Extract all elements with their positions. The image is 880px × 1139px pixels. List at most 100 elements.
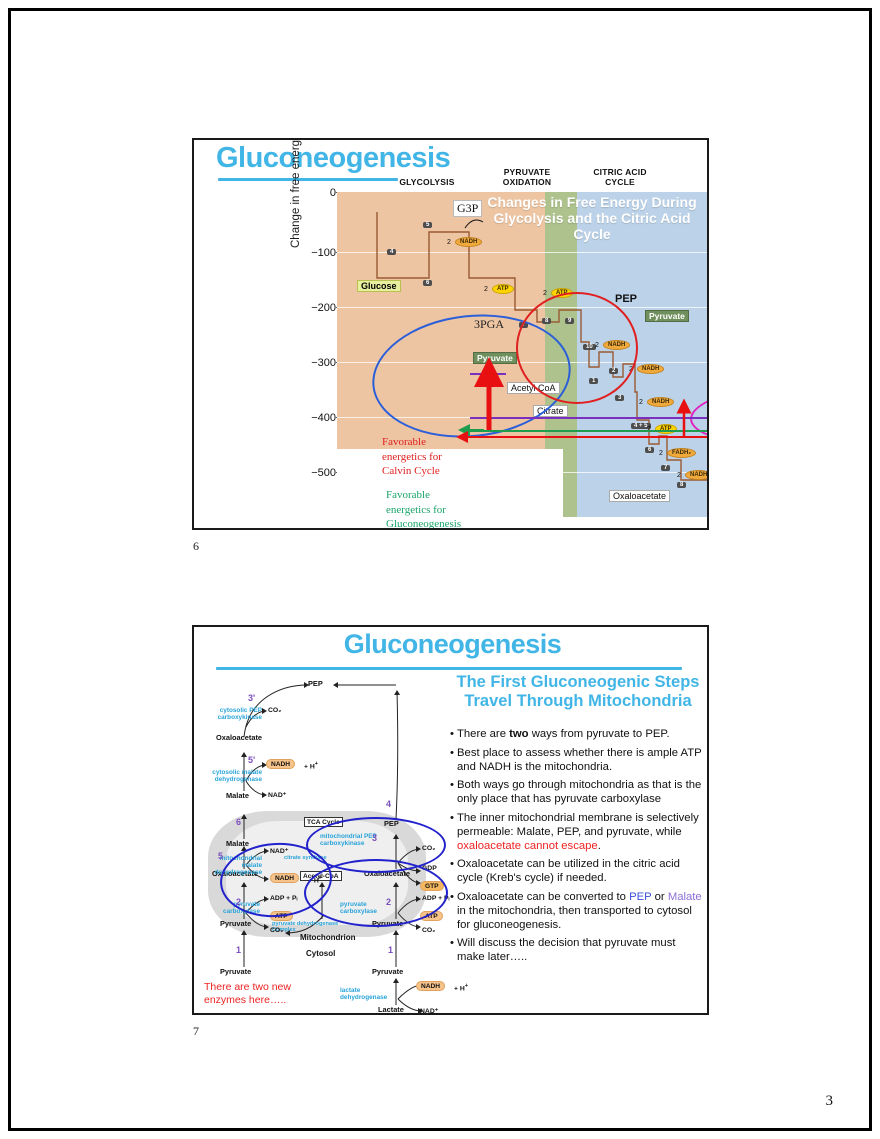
bullet-dot-icon: •	[450, 890, 454, 903]
enzyme-mitochondrial-malate-dehydrogenase: mitochondrial malate dehydrogenase	[214, 855, 262, 877]
slide-6-title-rule	[218, 178, 398, 181]
enzyme-citrate-synthase: citrate synthase	[284, 855, 327, 861]
chart-overlay-title: Changes in Free Energy During Glycolysis…	[487, 194, 697, 243]
slide-6: Gluconeogenesis GLYCOLYSIS PYRUVATE OXID…	[192, 138, 709, 530]
y-tick-400: −400	[311, 412, 336, 424]
cofactor-atp-3: ATP	[655, 424, 677, 434]
cofactor-nad-3: NAD⁺	[420, 1008, 439, 1015]
label-lactate: Lactate	[378, 1005, 404, 1014]
cofactor-nadh-1: NADH	[455, 237, 483, 247]
enzyme-lactate-dehydrogenase: lactate dehydrogenase	[340, 987, 388, 1002]
y-axis-ticks: 0 −100 −200 −300 −400 −500	[290, 187, 341, 517]
molecule-3pga: 3PGA	[474, 317, 505, 331]
column-header-citric-line1: CITRIC ACID	[593, 167, 647, 177]
step-box-tca-45: 4 + 5	[631, 423, 651, 429]
step-number-1-right: 1	[388, 945, 394, 955]
enzyme-pyruvate-dehydrogenase-complex: pyruvate dehydrogenase Complex	[272, 921, 339, 934]
bullet-dot-icon: •	[450, 858, 454, 870]
slide-7-title: Gluconeogenesis	[343, 629, 562, 659]
step-box-tca-7: 7	[661, 465, 671, 471]
enzyme-pyruvate-carboxylase-left: pyruvate carboxylase	[223, 901, 260, 916]
bullet-item-7: • Will discuss the decision that pyruvat…	[450, 936, 706, 964]
column-header-pyruvate-oxidation: PYRUVATE OXIDATION	[484, 167, 570, 188]
cofactor-nadh-2: NADH	[270, 873, 300, 883]
annotation-line-purple-top	[470, 373, 506, 375]
slide-6-title: Gluconeogenesis	[216, 142, 451, 174]
bullet-text-5: Oxaloacetate can be utilized in the citr…	[457, 858, 680, 884]
cofactor-nadh-1: NADH	[266, 759, 296, 769]
cofactor-nadh-5: NADH	[685, 470, 707, 480]
bullet-text-2: Best place to assess whether there is am…	[457, 746, 702, 773]
step-number-6: 6	[236, 817, 242, 827]
bullet-item-2: • Best place to assess whether there is …	[450, 746, 706, 774]
step-box-6: 6	[423, 280, 433, 286]
cofactor-atp-1: ATP	[492, 284, 514, 294]
molecule-pep: PEP	[615, 293, 638, 305]
document-page: Gluconeogenesis GLYCOLYSIS PYRUVATE OXID…	[8, 8, 872, 1131]
bullet-item-1: • There are two ways from pyruvate to PE…	[450, 727, 706, 741]
step-box-4: 4	[387, 249, 397, 255]
label-oxaloacetate-cytosol: Oxaloacetate	[216, 733, 263, 742]
column-header-citric-acid-cycle: CITRIC ACID CYCLE	[576, 167, 664, 188]
column-header-pyruvate-line2: OXIDATION	[502, 177, 552, 188]
cofactor-atp-1: ATP	[270, 911, 293, 921]
bullet-item-3: • Both ways go through mitochondria as t…	[450, 778, 706, 806]
bullet-dot-icon: •	[450, 937, 454, 949]
label-mitochondrion: Mitochondrion	[300, 933, 356, 942]
step-box-tca-6: 6	[645, 447, 655, 453]
step-number-3prime: 3'	[248, 693, 256, 703]
bullet-item-4: • The inner mitochondrial membrane is se…	[450, 811, 706, 853]
molecule-oxaloacetate: Oxaloacetate	[609, 490, 671, 502]
cofactor-h-plus-3: + H+	[454, 983, 469, 993]
bullet-dot-icon: •	[450, 779, 454, 791]
column-header-glycolysis-label: GLYCOLYSIS	[399, 177, 455, 187]
slide-7-title-rule	[216, 667, 682, 670]
label-oxaloacetate-mito: Oxaloacetate	[212, 869, 259, 878]
cofactor-nadh-3: NADH	[416, 981, 446, 991]
slide-number-6: 6	[193, 539, 199, 553]
annotation-ellipse-red	[516, 292, 638, 404]
step-number-4: 4	[386, 799, 392, 809]
molecule-glucose: Glucose	[357, 280, 401, 292]
label-pep-top: PEP	[308, 679, 323, 688]
column-header-glycolysis: GLYCOLYSIS	[372, 177, 482, 187]
cofactor-h-plus-1: + H+	[304, 761, 319, 771]
enzyme-cytosolic-pep-carboxykinase: cytosolic PEP carboxykinase	[217, 707, 262, 722]
annotation-ring-pyruvate	[304, 859, 448, 927]
bullet-text-4: The inner mitochondrial membrane is sele…	[457, 811, 699, 852]
bullet-text-1: There are two ways from pyruvate to PEP.	[457, 728, 670, 740]
label-pyruvate-cytosol-right: Pyruvate	[372, 967, 404, 976]
mitochondria-pathway-diagram: PEP Oxaloacetate Malate Malate Oxaloacet…	[200, 669, 468, 1015]
document-page-number: 3	[825, 1093, 834, 1109]
slide-number-7: 7	[193, 1024, 199, 1038]
cofactor-adp-pi-1: ADP + Pᵢ	[270, 895, 298, 902]
bullet-dot-icon: •	[450, 746, 454, 759]
annotation-new-enzymes: There are two new enzymes here…..	[204, 981, 291, 1007]
molecule-pyruvate-gluco: Pyruvate	[645, 310, 689, 322]
cofactor-co2-1: CO₂	[268, 707, 282, 714]
cofactor-nad-1: NAD⁺	[268, 792, 287, 799]
cofactor-fadh2: FADH₂	[667, 448, 696, 458]
column-header-citric-line2: CYCLE	[605, 177, 635, 188]
column-header-pyruvate-line1: PYRUVATE	[503, 167, 551, 177]
enzyme-cytosolic-malate-dehydrogenase: cytosolic malate dehydrogenase	[212, 769, 262, 784]
label-malate-mito: Malate	[226, 839, 250, 848]
annotation-favorable-gluconeogenesis: Favorable energetics for Gluconeogenesis	[386, 489, 462, 530]
cofactor-gdp: GDP	[422, 865, 437, 872]
label-malate-cytosol: Malate	[226, 791, 250, 800]
step-number-5prime: 5'	[248, 755, 256, 765]
cofactor-nadh-3: NADH	[637, 364, 665, 374]
step-box-5: 5	[423, 222, 433, 228]
y-tick-300: −300	[311, 357, 336, 369]
molecule-citrate: Citrate	[533, 405, 568, 417]
y-tick-500: −500	[311, 467, 336, 479]
cofactor-nadh-4: NADH	[647, 397, 675, 407]
y-tick-0: 0	[329, 187, 336, 199]
bullet-text-3: Both ways go through mitochondria as tha…	[457, 779, 702, 805]
slide-7-heading: The First Gluconeogenic Steps Travel Thr…	[456, 673, 700, 711]
step-box-tca-8: 8	[677, 482, 687, 488]
cofactor-co2-2: CO₂	[270, 927, 284, 934]
annotation-line-green	[462, 430, 707, 432]
slide-7: Gluconeogenesis The First Gluconeogenic …	[192, 625, 709, 1015]
step-number-5: 5	[218, 851, 224, 861]
